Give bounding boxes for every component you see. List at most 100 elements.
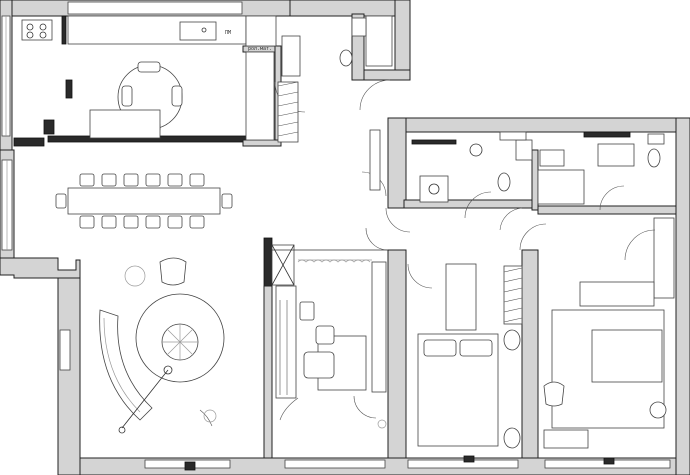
curved-sofa <box>99 309 153 421</box>
armchair <box>303 351 335 379</box>
storage <box>281 35 301 77</box>
wall-left-living <box>57 277 81 475</box>
armchair <box>159 257 187 286</box>
pillow <box>423 339 457 357</box>
door-swing <box>599 185 625 211</box>
chair <box>55 193 67 209</box>
plant-pot <box>203 409 217 423</box>
console <box>369 129 381 191</box>
wall-bath1-top <box>411 139 457 145</box>
chair <box>101 173 117 187</box>
pantry <box>277 35 301 143</box>
cooktop <box>21 19 53 41</box>
blanket <box>591 329 663 383</box>
side-table <box>299 301 315 321</box>
pillow <box>459 339 493 357</box>
dining-table <box>67 187 221 215</box>
column <box>65 79 73 99</box>
chair <box>123 215 139 229</box>
radiator <box>603 457 615 465</box>
chair <box>145 173 161 187</box>
wc-top <box>339 15 393 111</box>
door-swing <box>359 79 391 111</box>
chair <box>315 325 335 345</box>
washbasin <box>597 143 635 167</box>
chair <box>121 85 133 107</box>
bath-cabinet <box>539 149 565 167</box>
dressing-room <box>537 169 585 205</box>
bathrooms <box>385 131 665 233</box>
washbasin <box>469 143 483 157</box>
lamp-arm <box>121 369 169 429</box>
wall-between-bedrooms <box>521 249 539 459</box>
bookshelf-right <box>371 261 387 393</box>
chair <box>79 215 95 229</box>
door-swing <box>519 223 547 251</box>
wall-wc-bottom <box>363 69 411 81</box>
toilet <box>647 148 661 168</box>
wardrobe <box>653 217 675 299</box>
toilet <box>339 49 353 67</box>
wall-bath3-top <box>583 131 631 138</box>
bookshelf-left <box>275 285 297 399</box>
lamp-base <box>118 426 126 434</box>
side-table <box>649 401 667 419</box>
armchair <box>543 381 565 407</box>
microwave-label: ПМ <box>225 30 231 36</box>
living <box>99 257 225 471</box>
chair <box>79 173 95 187</box>
chair <box>137 61 161 73</box>
bedroom-1 <box>407 263 523 463</box>
chair <box>123 173 139 187</box>
wall-right-entry <box>394 0 411 81</box>
window-bottom-bedroom1 <box>407 459 519 469</box>
bookshelf-hatch <box>279 300 288 395</box>
chair <box>189 215 205 229</box>
door-swing <box>464 191 492 219</box>
window-living-left <box>59 329 71 371</box>
chair <box>221 193 233 209</box>
sofa-cushions <box>103 317 141 413</box>
door-swing <box>499 207 523 231</box>
curtain-folds <box>297 259 371 263</box>
wardrobe-hatched <box>503 265 523 325</box>
door-swing <box>365 227 389 251</box>
door-swing <box>353 395 377 419</box>
floor-lamp <box>163 365 173 375</box>
partition <box>13 137 45 147</box>
study <box>271 244 387 429</box>
chair <box>167 215 183 229</box>
fridge-label: рол.мат. <box>248 46 272 52</box>
chair <box>189 173 205 187</box>
wall-bath3-bottom <box>537 205 677 215</box>
tall-cabinets <box>245 51 275 141</box>
shower <box>419 175 449 203</box>
kitchen-counter-top <box>67 1 243 15</box>
wall-left-study <box>263 285 273 459</box>
chair <box>101 215 117 229</box>
kitchen-column <box>61 15 67 45</box>
bedroom-2 <box>519 217 675 465</box>
kitchen-sink <box>179 21 217 41</box>
kitchen: ПМ рол.мат. <box>21 15 306 141</box>
door-swing <box>407 263 433 289</box>
coffee-table-pattern <box>162 324 198 360</box>
bench <box>543 429 589 449</box>
door-swing <box>385 207 411 233</box>
radiator <box>184 461 196 471</box>
wall-column-study <box>263 237 273 287</box>
nightstand <box>503 329 521 351</box>
door-swing <box>279 397 299 421</box>
plant <box>199 409 213 427</box>
storage-bench <box>579 281 655 307</box>
pantry-shelf <box>277 81 299 143</box>
pantry-hatch <box>277 81 299 137</box>
door-swing <box>624 229 656 261</box>
chair <box>145 215 161 229</box>
bath-cabinet <box>515 139 533 161</box>
wall-top-entry <box>289 0 411 17</box>
chair <box>171 85 183 107</box>
wardrobe <box>445 263 477 331</box>
wall-right-bedrooms <box>675 117 690 475</box>
